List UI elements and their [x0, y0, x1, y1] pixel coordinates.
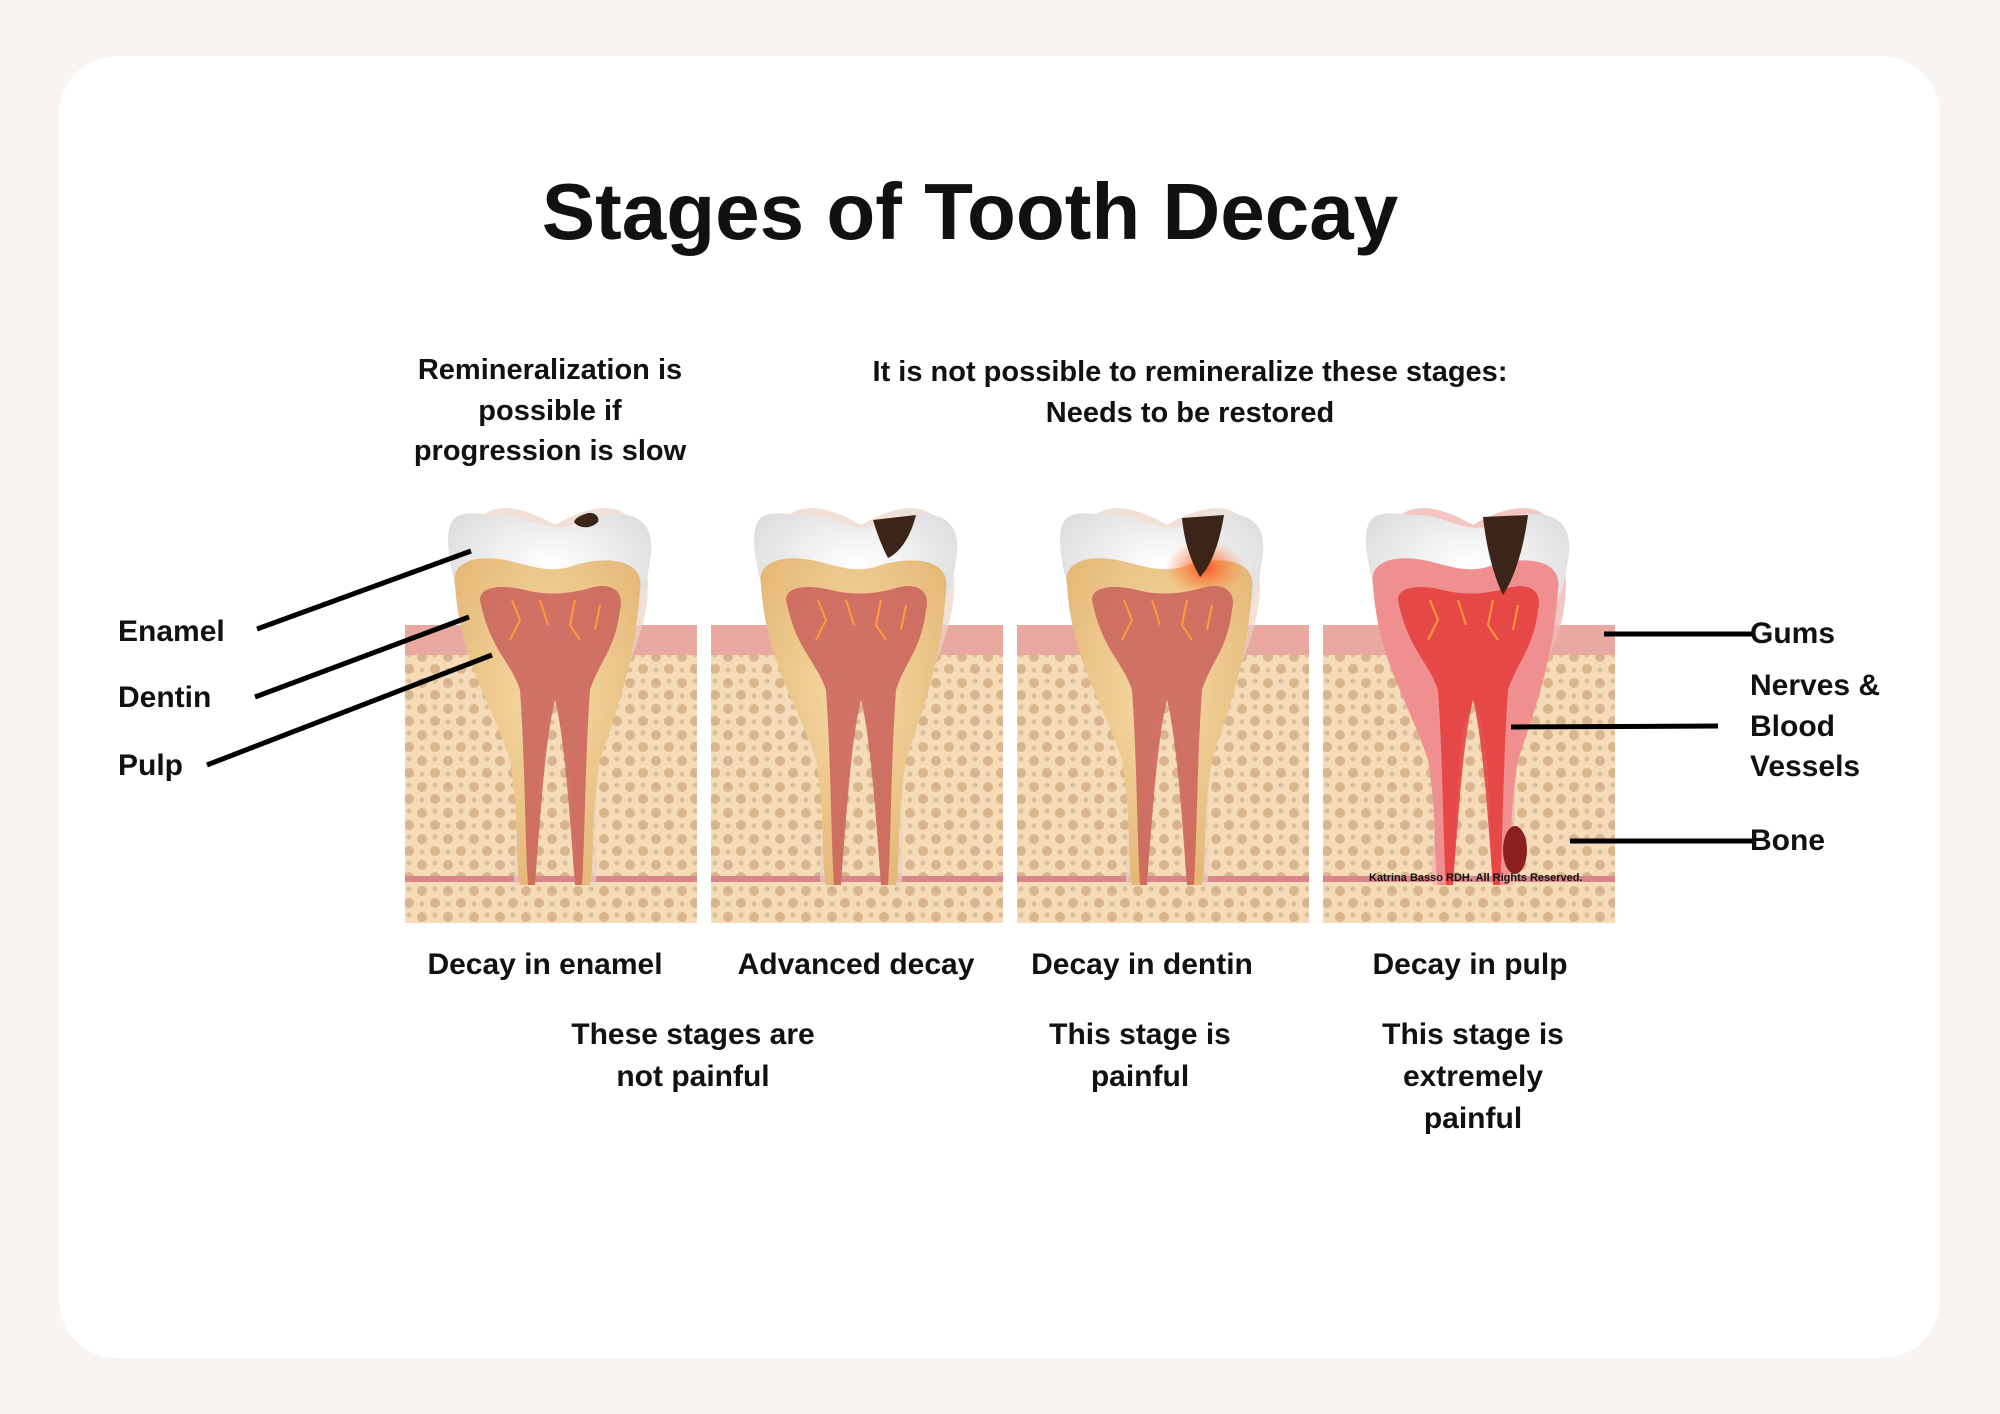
stage-panel-advanced-decay — [711, 508, 1003, 923]
restore-note-line: Needs to be restored — [1045, 396, 1335, 429]
stage-name: Decay in enamel — [427, 948, 663, 981]
remineralization-note-line: Remineralization is — [417, 354, 683, 386]
pulp-pointer-line — [206, 652, 493, 768]
label-pulp: Pulp — [118, 749, 183, 782]
nerves-pointer-line — [1510, 723, 1719, 730]
remineralization-note-line: possible if — [478, 394, 622, 427]
pain-note-painful: This stage is painful — [1010, 1014, 1270, 1098]
remineralization-note: Remineralization is possible if progress… — [390, 350, 710, 472]
pain-note-line: This stage is — [1382, 1018, 1564, 1051]
stage-name: Decay in dentin — [1031, 948, 1253, 981]
label-dentin: Dentin — [118, 681, 212, 714]
stage-name: Decay in pulp — [1372, 948, 1568, 981]
pain-note-line: These stages are — [571, 1018, 815, 1051]
label-nerves-line: Nerves & — [1750, 669, 1881, 702]
stage-name: Advanced decay — [737, 948, 975, 981]
enamel-pointer-line — [256, 548, 472, 632]
dentin-pointer-line — [254, 614, 470, 700]
pain-note-line: extremely — [1402, 1060, 1544, 1093]
stage-panel-enamel-decay — [405, 508, 697, 923]
label-nerves-line: Vessels — [1750, 750, 1861, 783]
restore-note: It is not possible to remineralize these… — [840, 352, 1540, 433]
pain-note-extremely-painful: This stage is extremely painful — [1343, 1014, 1603, 1140]
pain-note-line: painful — [1423, 1102, 1523, 1135]
label-nerves-blood-vessels: Nerves & Blood Vessels — [1750, 666, 1880, 788]
stage-panel-dentin-decay — [1017, 508, 1309, 923]
pain-note-line: painful — [1090, 1060, 1190, 1093]
stage-panel-pulp-decay — [1323, 508, 1615, 923]
remineralization-note-line: progression is slow — [413, 435, 687, 468]
pain-note-line: not painful — [616, 1060, 770, 1093]
restore-note-line: It is not possible to remineralize these… — [872, 356, 1508, 388]
label-gums: Gums — [1750, 617, 1836, 650]
pain-note-not-painful: These stages are not painful — [543, 1014, 843, 1098]
pain-note-line: This stage is — [1049, 1018, 1231, 1051]
label-enamel: Enamel — [118, 615, 225, 648]
label-bone: Bone — [1750, 824, 1825, 857]
copyright-credit: Katrina Basso RDH. All Rights Reserved. — [1369, 872, 1583, 884]
label-nerves-line: Blood — [1750, 709, 1835, 743]
page-title: Stages of Tooth Decay — [541, 167, 1399, 256]
